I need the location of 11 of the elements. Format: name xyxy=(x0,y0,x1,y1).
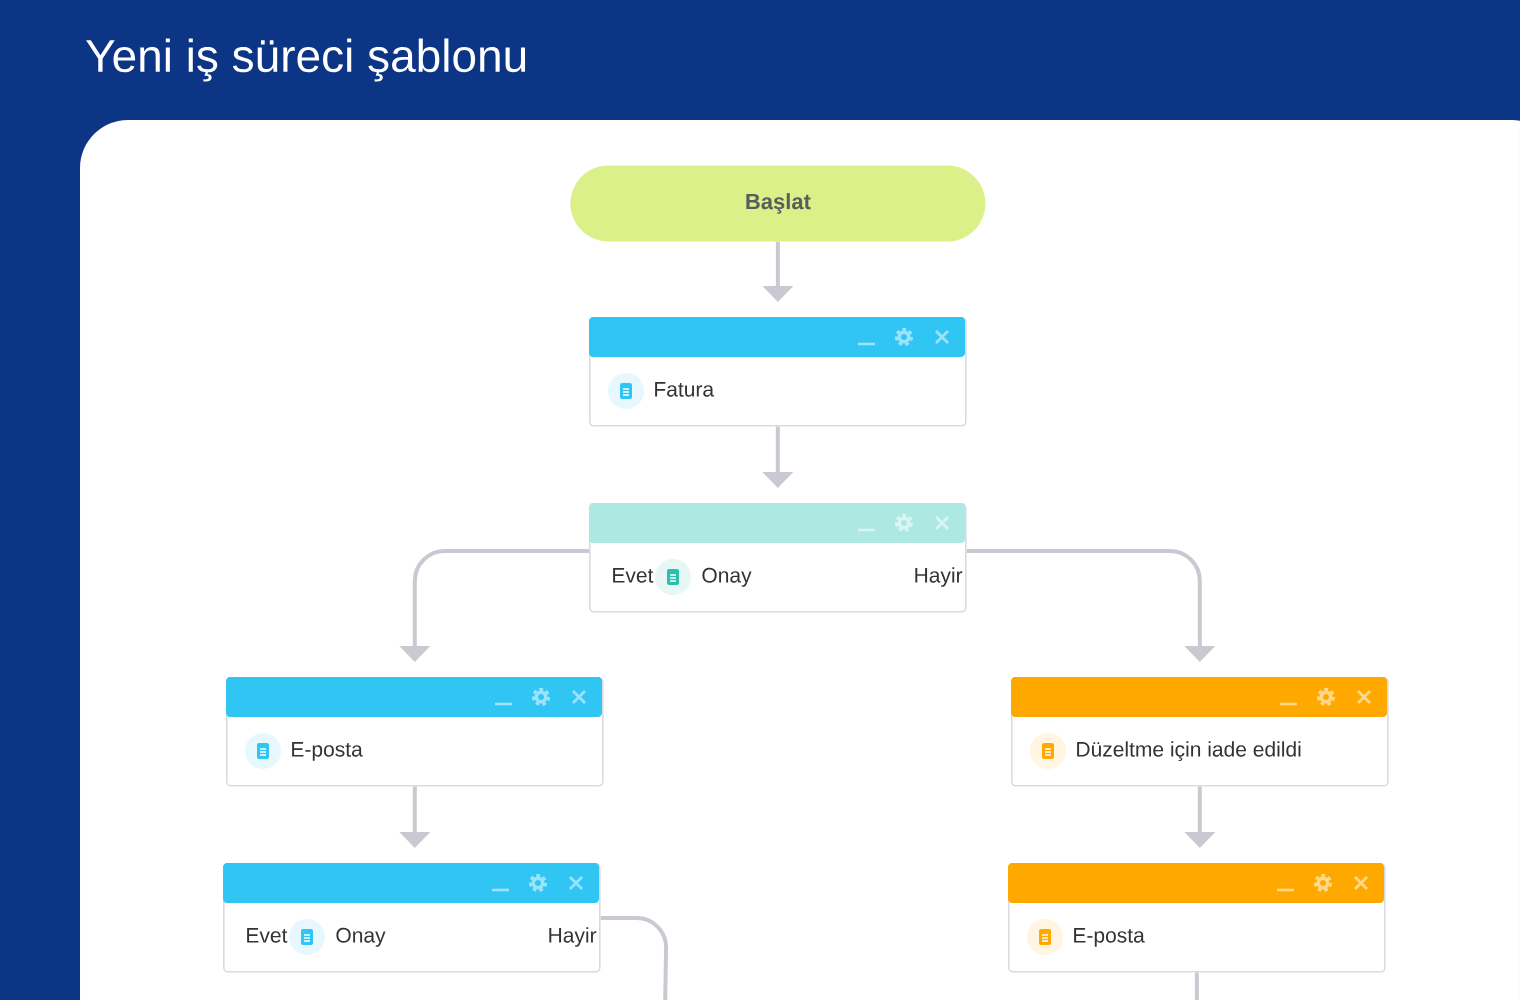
start-pill: Başlat xyxy=(570,165,986,242)
connector-line xyxy=(600,916,669,1000)
title: Yeni iş süreci şablonu xyxy=(86,38,526,82)
arrow xyxy=(966,549,1216,662)
process-card: Düzeltme için iade edildi xyxy=(1011,677,1389,787)
process-card: E-posta xyxy=(1008,863,1386,973)
connector-line xyxy=(1194,972,1199,1000)
process-card: Fatura xyxy=(589,317,967,427)
process-card: Evet Onay Hayir xyxy=(223,863,601,973)
process-card: E-posta xyxy=(226,677,604,787)
process-card: Evet Onay Hayir xyxy=(589,503,967,613)
